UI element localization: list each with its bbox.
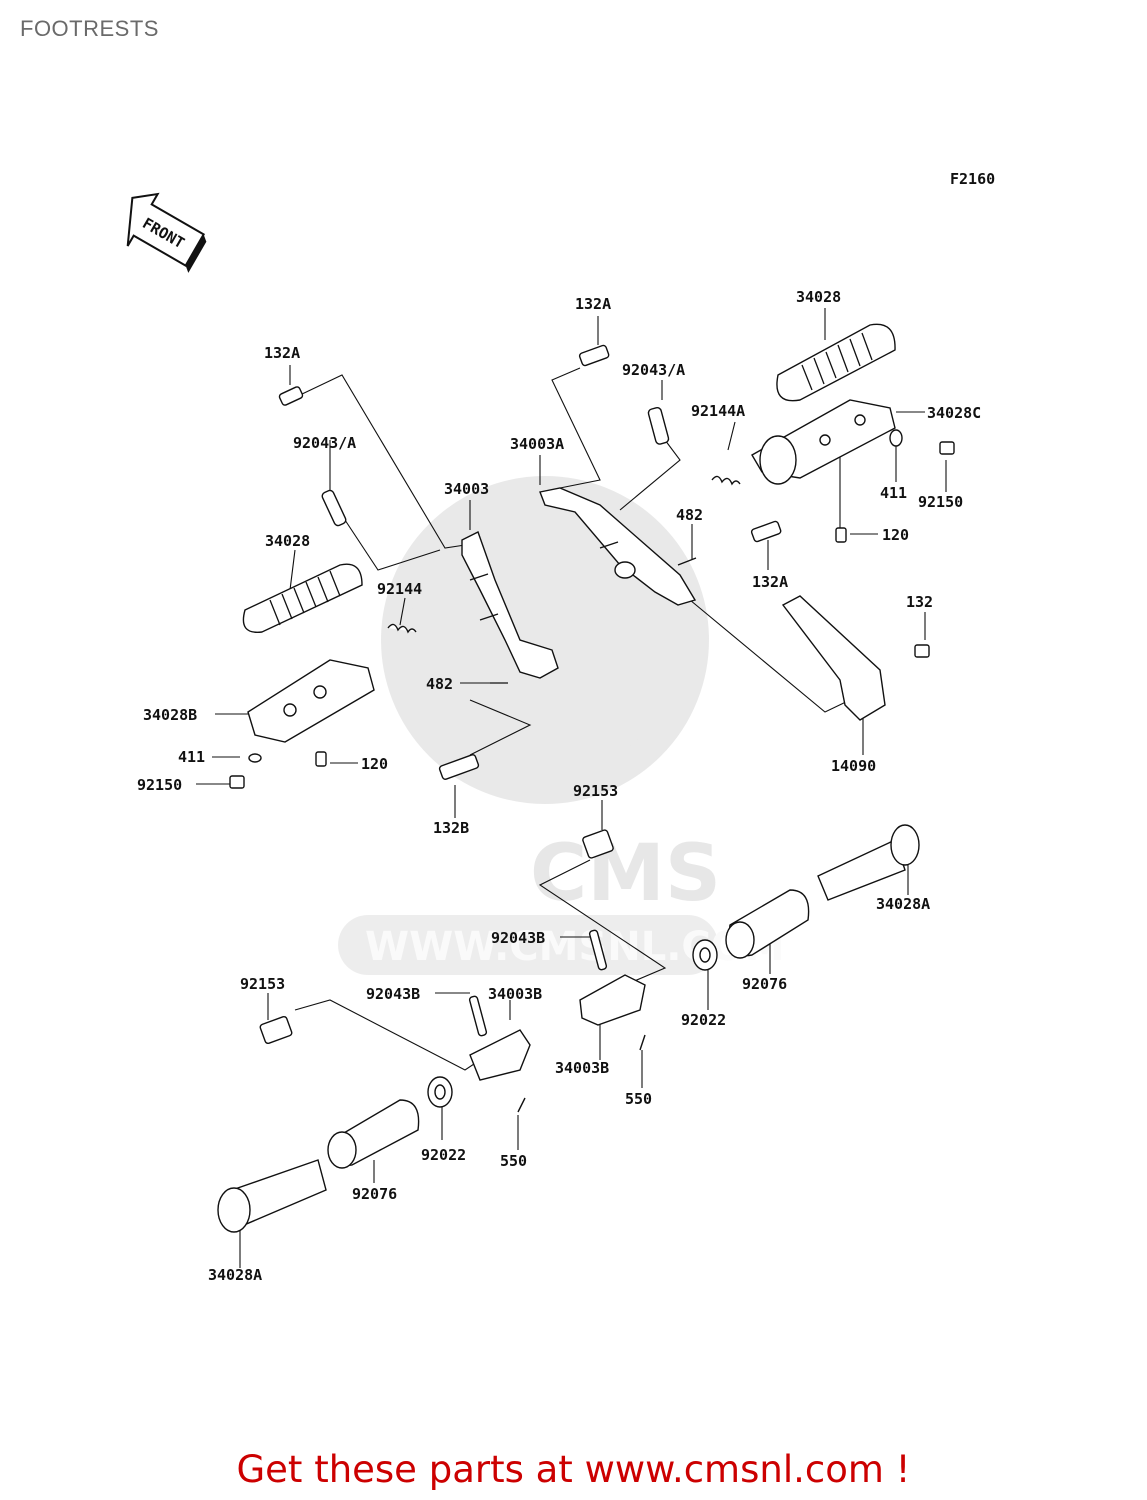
label-411-right: 411 — [880, 484, 907, 502]
pin-92043a-right-icon — [647, 407, 670, 445]
label-92153-left: 92153 — [240, 975, 285, 993]
bolt-132b-icon — [438, 754, 480, 780]
label-482-right: 482 — [676, 506, 703, 524]
pin-92043b-left-icon — [468, 995, 488, 1037]
cotter-550-left-icon — [517, 1097, 526, 1113]
watermark-logo: CMS WWW.CMSNL.COM — [338, 476, 785, 975]
label-92043b-left: 92043B — [366, 985, 420, 1003]
label-92144: 92144 — [377, 580, 422, 598]
label-92022-left: 92022 — [421, 1146, 466, 1164]
bracket-34003a-icon — [539, 487, 697, 606]
label-92043a-right: 92043/A — [622, 361, 685, 379]
label-34028a-left: 34028A — [208, 1266, 262, 1284]
label-411-left: 411 — [178, 748, 205, 766]
watermark-cms-text: CMS — [530, 829, 721, 919]
heel-guard-14090-icon — [781, 595, 930, 721]
label-34028-right: 34028 — [796, 288, 841, 306]
label-132b: 132B — [433, 819, 469, 837]
pin-92043b-right-icon — [588, 929, 608, 971]
label-92150-right: 92150 — [918, 493, 963, 511]
label-34028b: 34028B — [143, 706, 197, 724]
bolt-92153-left-icon — [259, 1015, 293, 1045]
label-34003b-right: 34003B — [555, 1059, 609, 1077]
front-arrow-icon: FRONT — [126, 192, 207, 273]
spring-92144a-icon — [711, 475, 741, 486]
label-92076-right: 92076 — [742, 975, 787, 993]
label-34028c: 34028C — [927, 404, 981, 422]
footer-link[interactable]: Get these parts at www.cmsnl.com ! — [236, 1448, 911, 1491]
label-132: 132 — [906, 593, 933, 611]
bracket-34003-icon — [461, 531, 559, 684]
label-34003: 34003 — [444, 480, 489, 498]
label-92043a-left: 92043/A — [293, 434, 356, 452]
label-482-left: 482 — [426, 675, 453, 693]
label-132a-right: 132A — [752, 573, 788, 591]
footpeg-34028a-right-icon — [817, 824, 920, 901]
label-34028a-right: 34028A — [876, 895, 930, 913]
rubber-92076-right-icon — [725, 889, 810, 959]
label-132a-left: 132A — [264, 344, 300, 362]
bracket-34003b-right-icon — [579, 974, 646, 1026]
label-92043b-right: 92043B — [491, 929, 545, 947]
washer-92022-left-icon — [427, 1076, 453, 1108]
label-92150-left: 92150 — [137, 776, 182, 794]
label-34028-left: 34028 — [265, 532, 310, 550]
label-92153-right: 92153 — [573, 782, 618, 800]
label-550-left: 550 — [500, 1152, 527, 1170]
label-92022-right: 92022 — [681, 1011, 726, 1029]
label-92076-left: 92076 — [352, 1185, 397, 1203]
bracket-34003b-left-icon — [469, 1029, 531, 1081]
label-34003a: 34003A — [510, 435, 564, 453]
label-120-left: 120 — [361, 755, 388, 773]
washer-92022-right-icon — [692, 939, 718, 971]
label-132a-top: 132A — [575, 295, 611, 313]
bolt-132a-top-icon — [578, 344, 610, 367]
footpeg-34028a-left-icon — [217, 1159, 327, 1233]
watermark-url-text: WWW.CMSNL.COM — [365, 924, 785, 970]
page-title: FOOTRESTS — [20, 16, 159, 41]
label-120-right: 120 — [882, 526, 909, 544]
label-34003b-left: 34003B — [488, 985, 542, 1003]
bolt-92153-right-icon — [582, 829, 614, 859]
label-92144a: 92144A — [691, 402, 745, 420]
rubber-34028-left-icon — [242, 563, 363, 634]
label-14090: 14090 — [831, 757, 876, 775]
footrest-34028c-icon — [751, 399, 955, 543]
rubber-34028-right-icon — [776, 323, 896, 402]
rubber-92076-left-icon — [327, 1099, 420, 1169]
cotter-550-right-icon — [639, 1034, 646, 1051]
part-labels: 132A 132A 132A 92043/A 92043/A 34028 340… — [137, 288, 981, 1284]
spring-92144-icon — [387, 623, 417, 634]
label-550-right: 550 — [625, 1090, 652, 1108]
pin-92043a-left-icon — [321, 489, 347, 527]
footrest-34028b-icon — [229, 659, 375, 789]
figure-code: F2160 — [950, 170, 995, 188]
bolt-132a-left-icon — [278, 386, 304, 406]
leader-lines — [196, 308, 947, 1268]
bolt-132a-right-icon — [750, 520, 782, 543]
